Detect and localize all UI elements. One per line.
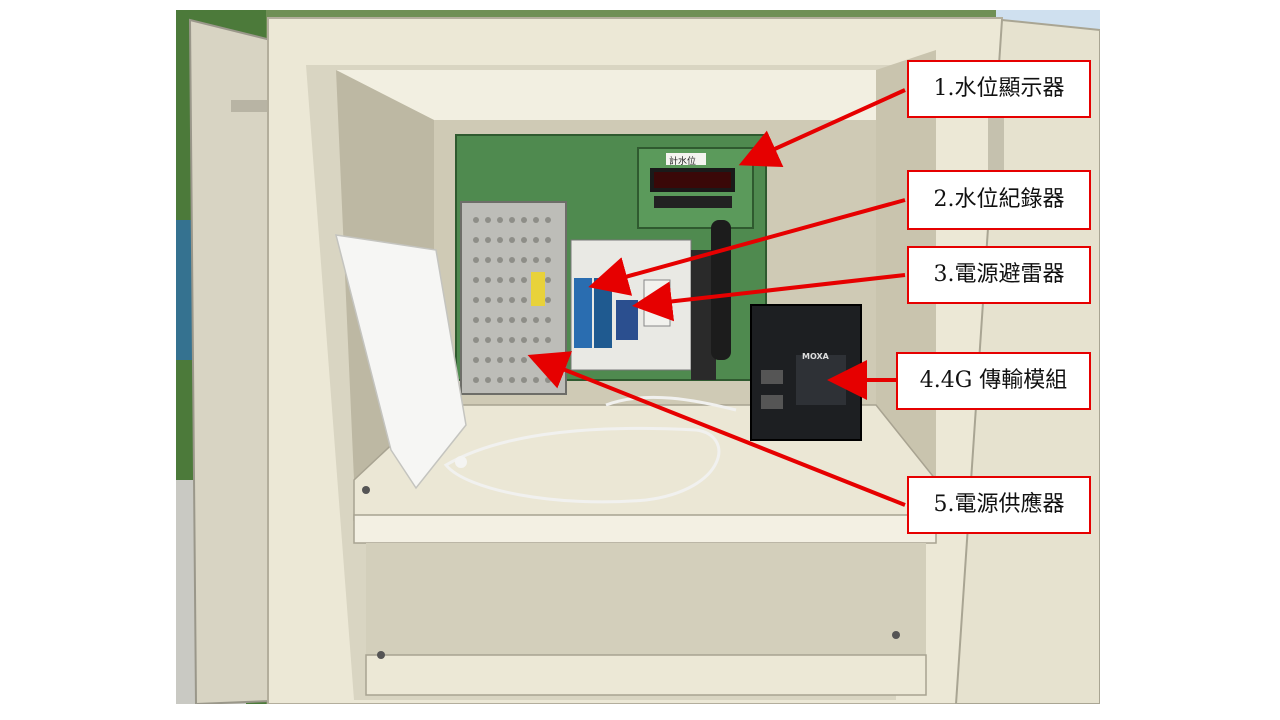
callout-3: 3.電源避雷器 xyxy=(907,246,1091,304)
arrow-3 xyxy=(632,273,906,322)
arrow-5 xyxy=(527,351,906,507)
module-brand: MOXA xyxy=(802,352,829,361)
callout-4: 4.4G 傳輸模組 xyxy=(896,352,1091,410)
callout-2: 2.水位紀錄器 xyxy=(907,170,1091,230)
arrow-2 xyxy=(588,198,906,296)
display-panel-label: 計水位 xyxy=(669,157,697,167)
arrow-1 xyxy=(738,88,906,168)
callout-1: 1.水位顯示器 xyxy=(907,60,1091,118)
callout-5: 5.電源供應器 xyxy=(907,476,1091,534)
